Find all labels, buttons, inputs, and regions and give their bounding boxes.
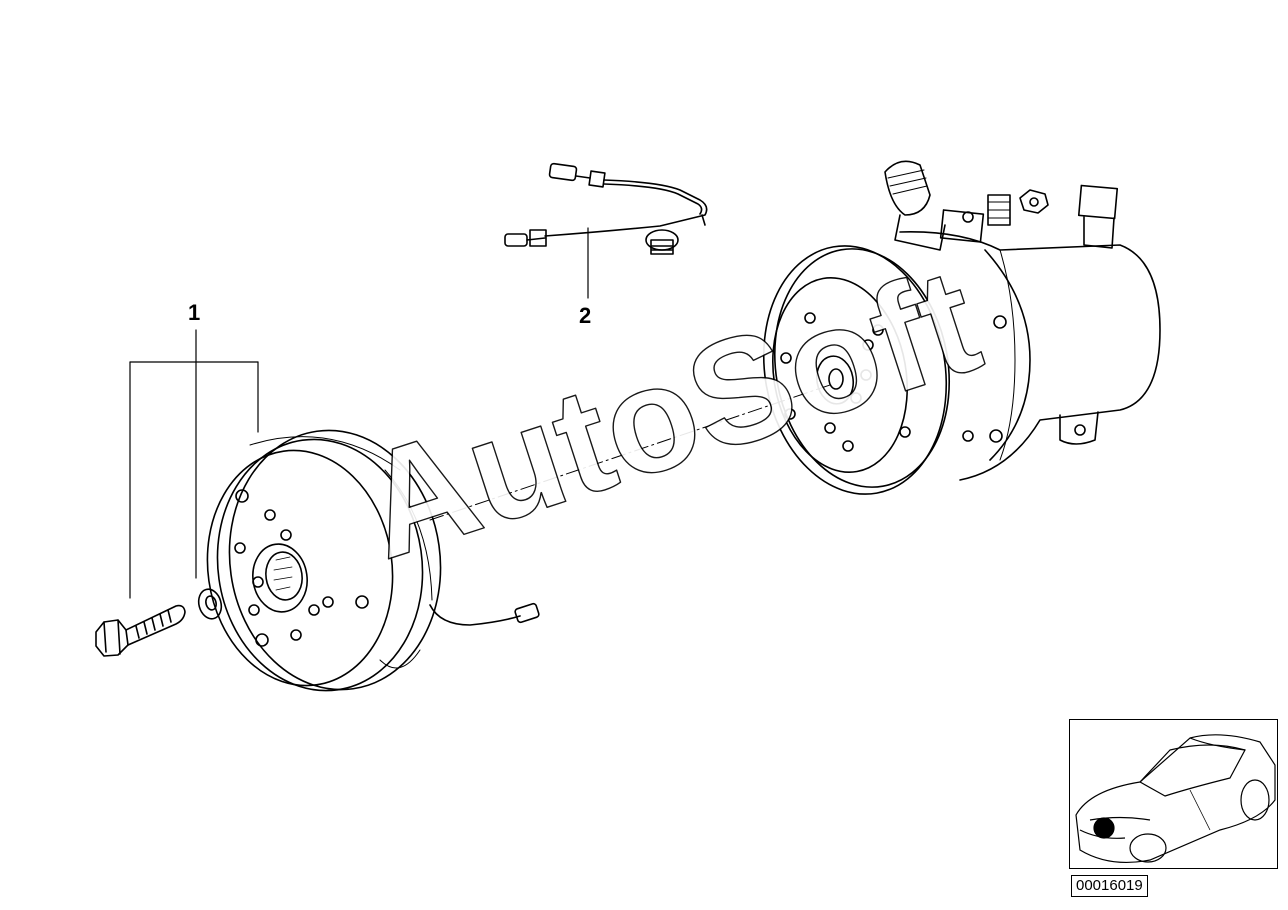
car-outline-icon xyxy=(1075,734,1276,864)
watermark-text: AutoSoft xyxy=(343,235,997,590)
magnetic-clutch xyxy=(206,429,540,692)
drawing-number: 00016019 xyxy=(1071,875,1148,897)
washer xyxy=(197,588,223,620)
callout-1-bracket xyxy=(129,329,259,599)
vehicle-location-inset xyxy=(1069,719,1278,869)
location-marker-icon xyxy=(1093,817,1115,839)
ac-compressor xyxy=(762,160,1161,495)
pressure-switch-harness xyxy=(504,162,708,255)
bolt xyxy=(95,604,186,657)
center-axis xyxy=(429,384,831,521)
callout-number-1: 1 xyxy=(188,300,201,325)
callout-number-2: 2 xyxy=(579,303,592,328)
